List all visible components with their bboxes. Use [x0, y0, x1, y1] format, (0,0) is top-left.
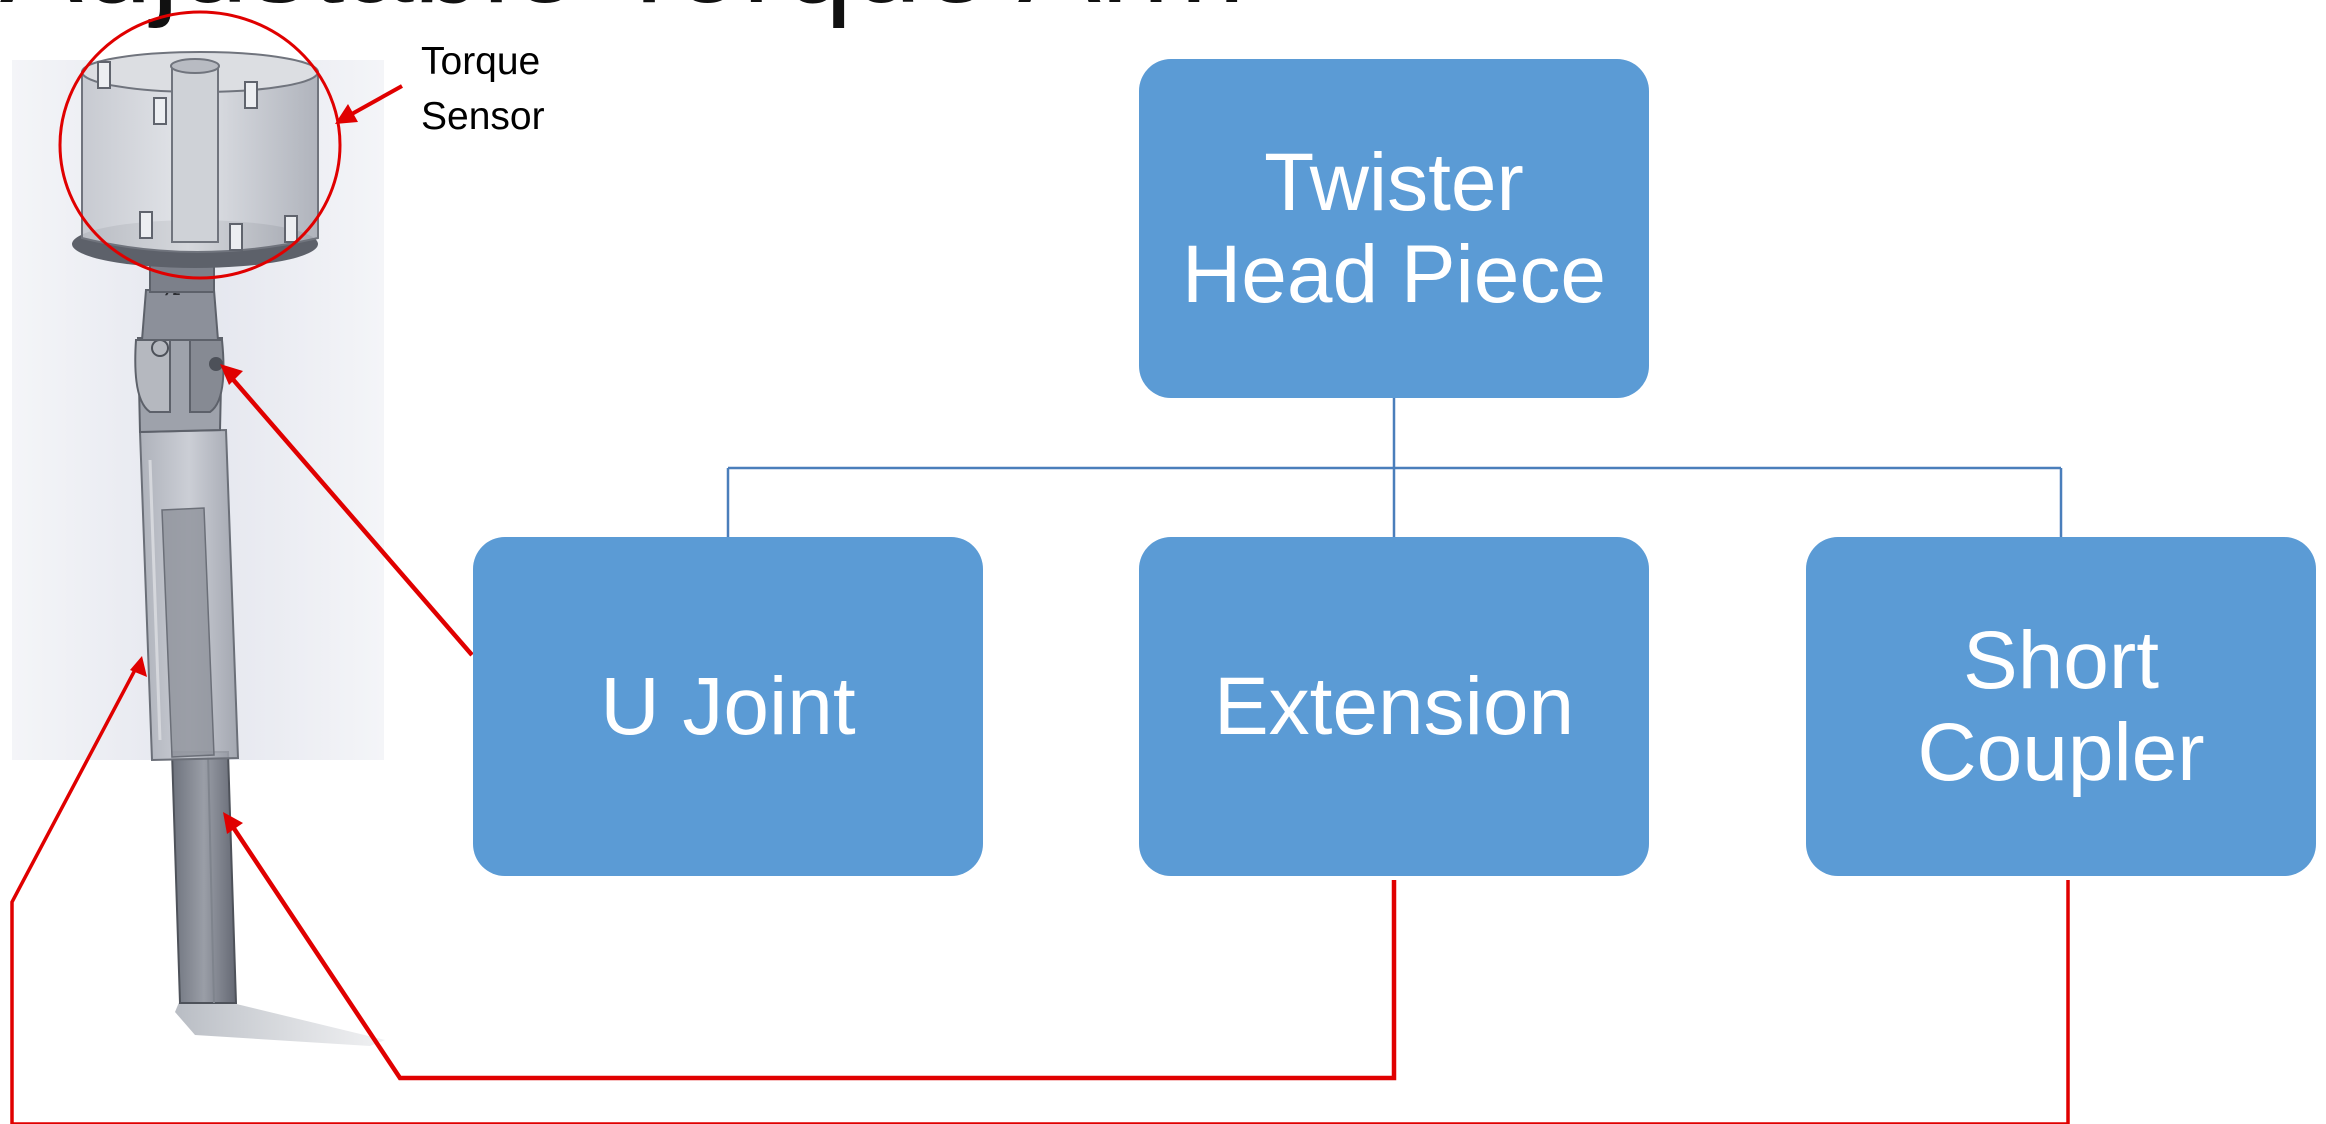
sensor-callout-arrow — [349, 84, 403, 117]
extension-arrow — [229, 822, 1397, 1081]
torque-label-line1: Torque — [421, 40, 541, 83]
torque-sensor-label: Torque Sensor — [421, 34, 545, 144]
node-label-line2: Head Piece — [1182, 228, 1606, 320]
node-label-line1: Extension — [1213, 660, 1575, 752]
node-extension: Extension — [1139, 537, 1649, 876]
coupler-arrow — [10, 667, 2070, 1124]
hierarchy-connectors — [726, 398, 2063, 537]
page-title: Adjustable Torque Arm — [0, 0, 1245, 22]
node-label-line2: Coupler — [1917, 706, 2205, 798]
node-short-coupler: Short Coupler — [1806, 537, 2316, 876]
node-u-joint: U Joint — [473, 537, 983, 876]
torque-label-line2: Sensor — [421, 95, 545, 138]
model-shadow — [175, 1000, 385, 1046]
ujoint-arrow — [228, 374, 474, 657]
lower-bar — [170, 751, 238, 1004]
node-label-line1: Twister — [1264, 136, 1524, 228]
node-twister-head-piece: Twister Head Piece — [1139, 59, 1649, 398]
sensor-highlight-circle — [58, 10, 342, 280]
node-label-line1: Short — [1963, 614, 2159, 706]
node-label-line1: U Joint — [600, 660, 856, 752]
